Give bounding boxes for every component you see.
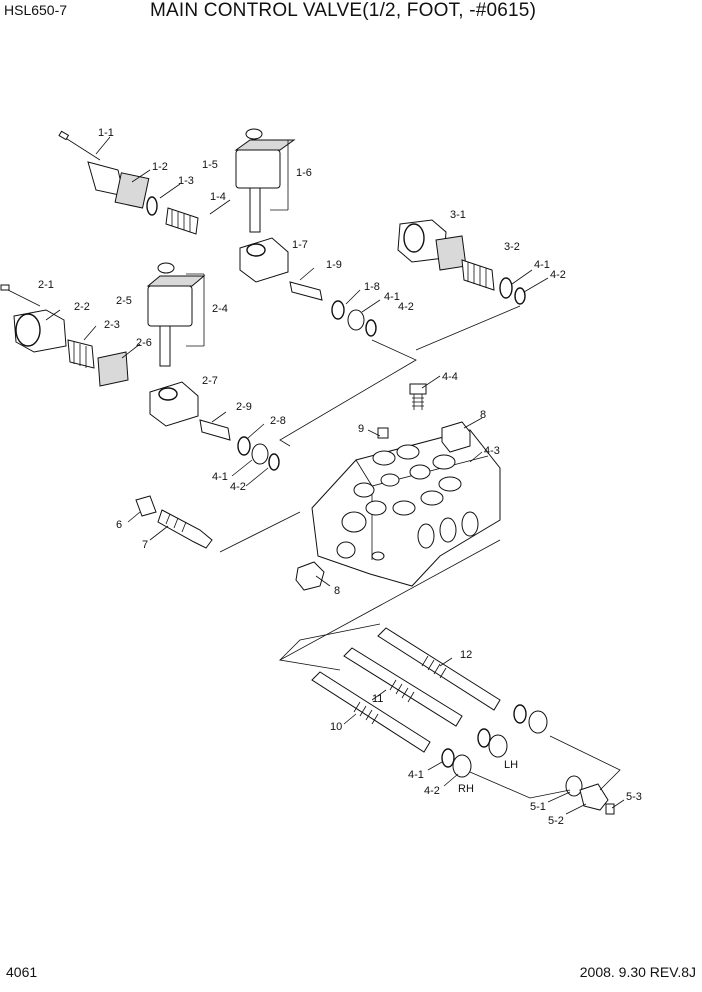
callout-4-2-c: 4-2	[550, 269, 566, 281]
callout-3-2: 3-2	[504, 241, 520, 253]
callout-2-8: 2-8	[270, 415, 286, 427]
revision-date: 2008. 9.30 REV.8J	[579, 964, 696, 980]
callout-4-2-b: 4-2	[230, 481, 246, 493]
callout-11: 11	[372, 693, 383, 705]
callout-8-a: 8	[480, 409, 486, 421]
callout-10: 10	[330, 721, 342, 733]
model-name: HSL650-7	[4, 2, 68, 18]
assembly-2	[0, 262, 280, 471]
callout-4-1-a: 4-1	[384, 291, 400, 303]
callout-4-2-a: 4-2	[398, 301, 414, 313]
callout-4-1-b: 4-1	[212, 471, 228, 483]
assembly-3	[397, 219, 526, 305]
leader-lines	[45, 136, 625, 815]
callout-1-3: 1-3	[178, 175, 194, 187]
callout-5-1: 5-1	[530, 801, 546, 813]
callout-6: 6	[116, 519, 122, 531]
callout-8-b: 8	[334, 585, 340, 597]
callout-2-7: 2-7	[202, 375, 218, 387]
callout-4-4: 4-4	[442, 371, 458, 383]
page-number: 4061	[6, 964, 38, 980]
callout-4-2-d: 4-2	[424, 785, 440, 797]
label-lh: LH	[504, 759, 518, 771]
callout-4-1-d: 4-1	[408, 769, 424, 781]
valve-body	[311, 383, 501, 587]
callout-4-1-c: 4-1	[534, 259, 550, 271]
callout-2-9: 2-9	[236, 401, 252, 413]
callout-1-5: 1-5	[202, 159, 218, 171]
callout-2-1: 2-1	[38, 279, 54, 291]
callout-3-1: 3-1	[450, 209, 466, 221]
callout-4-3: 4-3	[484, 445, 500, 457]
callout-2-4: 2-4	[212, 303, 228, 315]
callout-1-2: 1-2	[152, 161, 168, 173]
callout-1-7: 1-7	[292, 239, 308, 251]
callout-12: 12	[460, 649, 472, 661]
callout-5-3: 5-3	[626, 791, 642, 803]
callout-2-3: 2-3	[104, 319, 120, 331]
callout-2-6: 2-6	[136, 337, 152, 349]
callout-1-4: 1-4	[210, 191, 226, 203]
callout-2-5: 2-5	[116, 295, 132, 307]
callout-1-8: 1-8	[364, 281, 380, 293]
parts-6-7-8	[135, 495, 325, 591]
callout-1-9: 1-9	[326, 259, 342, 271]
callout-2-2: 2-2	[74, 301, 90, 313]
callout-1-1: 1-1	[98, 127, 114, 139]
callout-5-2: 5-2	[548, 815, 564, 827]
spools	[311, 627, 615, 815]
callout-1-6: 1-6	[296, 167, 312, 179]
page-title: MAIN CONTROL VALVE(1/2, FOOT, -#0615)	[150, 0, 537, 21]
label-rh: RH	[458, 783, 474, 795]
callout-labels: 1-1 1-2 1-3 1-4 1-5 1-6 1-7 1-8 1-9 4-1 …	[38, 127, 642, 827]
callout-7: 7	[142, 539, 148, 551]
callout-9: 9	[358, 423, 364, 435]
assembly-1	[58, 128, 377, 337]
